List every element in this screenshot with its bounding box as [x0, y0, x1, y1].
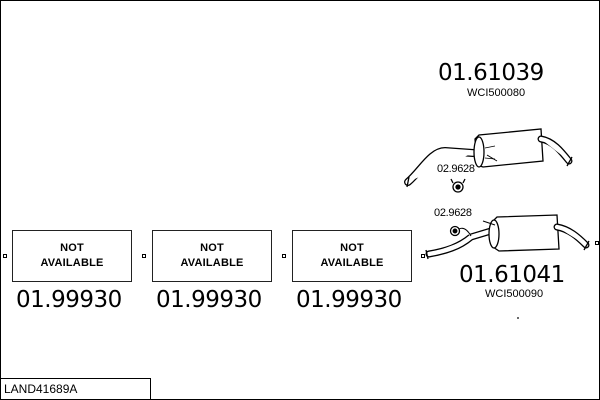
diagram-code-box: LAND41689A	[1, 378, 151, 399]
upper-silencer-part-number: 01.61039	[438, 60, 544, 86]
joint-marker	[142, 254, 146, 258]
joint-marker	[3, 254, 7, 258]
joint-marker	[421, 254, 425, 258]
dot-marker	[517, 317, 519, 319]
lower-silencer-part-number: 01.61041	[459, 262, 565, 288]
upper-clamp-label: 02.9628	[437, 163, 475, 175]
segment-3-box: NOT AVAILABLE	[292, 230, 412, 282]
segment-3-part-number: 01.99930	[296, 287, 402, 313]
lower-silencer-reference: WCI500090	[485, 288, 544, 300]
lower-clamp-drawing	[449, 225, 461, 237]
upper-silencer-reference: WCI500080	[467, 87, 526, 99]
leader-line	[482, 220, 496, 226]
diagram-code: LAND41689A	[4, 382, 78, 396]
upper-clamp-drawing	[450, 178, 466, 193]
segment-2-part-number: 01.99930	[156, 287, 262, 313]
segment-1-part-number: 01.99930	[16, 287, 122, 313]
upper-silencer-drawing	[404, 128, 573, 188]
segment-2-box: NOT AVAILABLE	[152, 230, 272, 282]
lower-clamp-label: 02.9628	[434, 207, 472, 219]
lower-silencer-drawing	[425, 214, 590, 260]
segment-1-not-available-label: NOT AVAILABLE	[40, 242, 104, 269]
joint-marker	[282, 254, 286, 258]
joint-marker	[595, 241, 599, 245]
segment-3-not-available-label: NOT AVAILABLE	[320, 242, 384, 269]
segment-2-not-available-label: NOT AVAILABLE	[180, 242, 244, 269]
segment-1-box: NOT AVAILABLE	[12, 230, 132, 282]
